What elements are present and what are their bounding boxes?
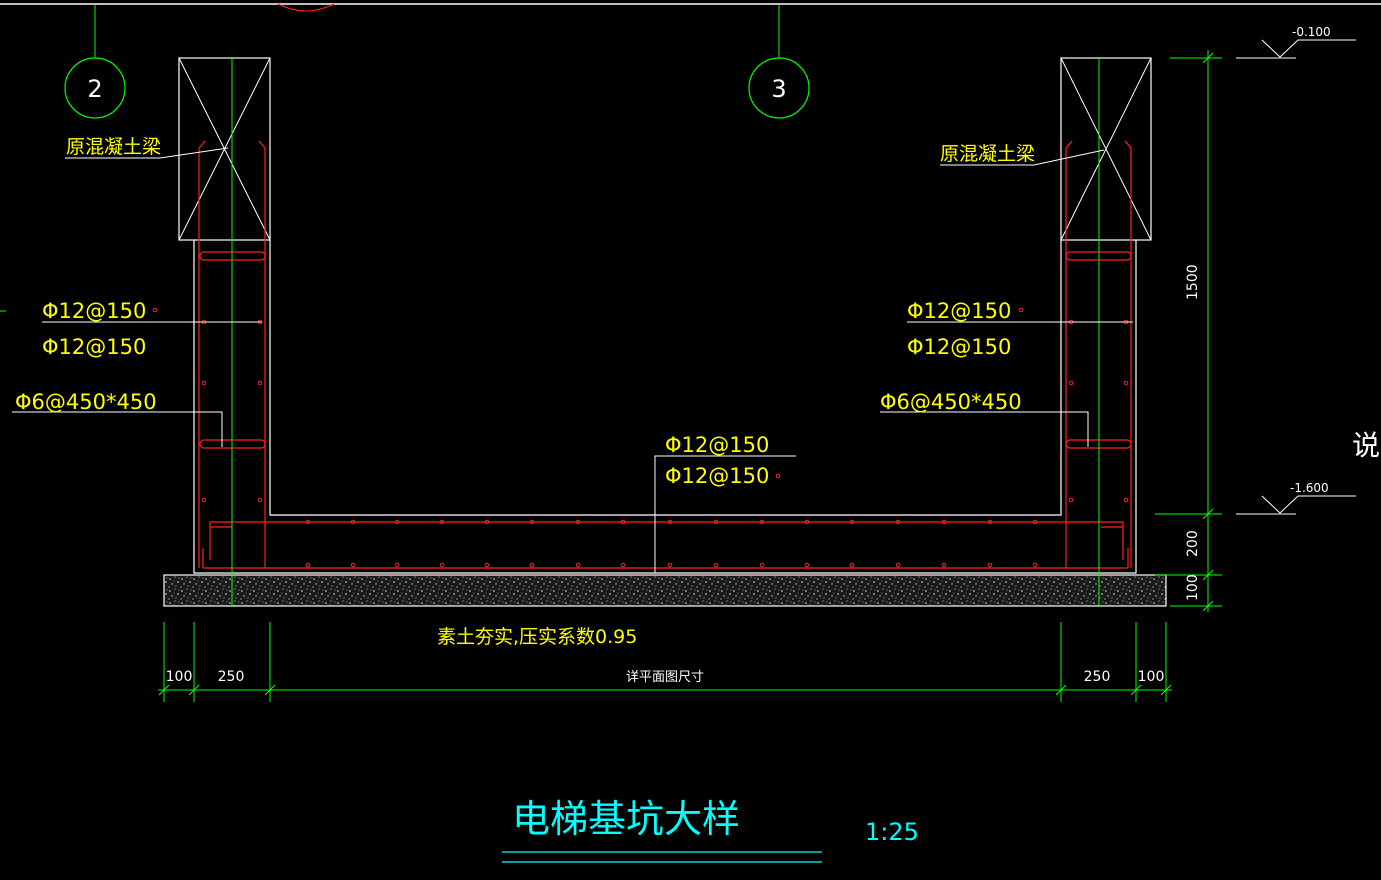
grid-axis-2-bubble [64,57,126,119]
elevation-marker-bottom: -1.600 [1236,481,1356,515]
dim-wall-height: 1500 [1185,264,1201,300]
side-note-label: 说 [1352,429,1380,462]
existing-beam-right-cross-b [1060,57,1152,241]
grid-axis-3-bubble [748,57,810,119]
slab-bottom-rebar-label: Φ12@150 [665,464,769,488]
dim-right-cushion: 100 [1138,669,1165,685]
horizontal-dimension-chain [158,622,1172,702]
dim-left-wall: 250 [218,669,245,685]
existing-beam-right [1060,57,1152,241]
left-wall-outer-hook [198,140,206,149]
right-tie-leader [880,411,1089,447]
elevation-bottom-value: -1.600 [1290,481,1329,495]
pit-outer-outline [193,240,1137,574]
drawing-scale: 1:25 [865,818,919,846]
right-tie-label: Φ6@450*450 [880,390,1022,414]
vertical-dimension-chain [1155,50,1222,612]
elevation-top-value: -0.100 [1292,25,1331,39]
left-wall-inner-hook [258,140,266,149]
dim-right-wall: 250 [1084,669,1111,685]
cushion-layer [163,574,1167,607]
left-tie-label: Φ6@450*450 [15,390,157,414]
beam-right-leader [940,149,1105,166]
left-rebar-outer-label: Φ12@150 [42,299,146,323]
elevation-marker-top: -0.100 [1236,25,1356,59]
dim-cushion-thickness: 100 [1185,574,1201,601]
grid-axis-3: 3 [748,5,810,119]
partial-circle-top [277,3,335,12]
grid-axis-3-label: 3 [771,75,786,103]
grid-axis-2-label: 2 [87,75,102,103]
soil-compaction-note: 素土夯实,压实系数0.95 [437,626,637,648]
elevation-bottom-triangle [1261,495,1356,514]
existing-beam-left-outline [178,57,271,241]
left-rebar-inner-label: Φ12@150 [42,335,146,359]
slab-top-rebar-label: Φ12@150 [665,433,769,457]
right-wall-outer-hook [1124,140,1132,149]
elevation-top-triangle [1261,39,1356,58]
leader-lines [12,147,1133,573]
drawing-title: 电梯基坑大样 [512,797,740,841]
rebar-dots [152,307,1129,568]
pit-inner-outline [269,240,1062,516]
beam-label-left: 原混凝土梁 [66,136,161,158]
right-wall-inner-hook [1065,140,1073,149]
dim-slab-thickness: 200 [1185,530,1201,557]
dim-middle: 详平面图尺寸 [626,670,704,685]
slab-rebar-leader [654,455,796,573]
beam-left-leader [65,147,229,159]
right-rebar-inner-label: Φ12@150 [907,335,1011,359]
dim-left-cushion: 100 [166,669,193,685]
left-tie-leader [12,411,223,447]
grid-axis-2: 2 [64,5,126,119]
existing-beam-right-outline [1060,57,1152,241]
right-rebar-outer-label: Φ12@150 [907,299,1011,323]
beam-label-right: 原混凝土梁 [940,143,1035,165]
